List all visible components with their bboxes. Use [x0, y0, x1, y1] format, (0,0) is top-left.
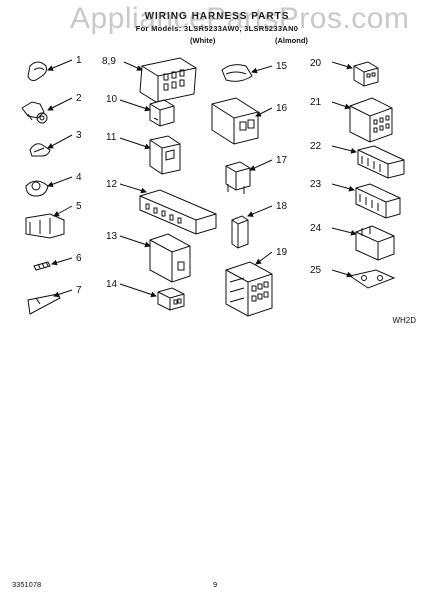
part-15-cap: [221, 64, 253, 82]
part-1-clip: [27, 61, 47, 81]
callout-10: 10: [106, 94, 118, 105]
part-18-terminal-housing: [231, 215, 249, 249]
callout-1: 1: [76, 55, 82, 66]
callout-2: 2: [76, 93, 82, 104]
watermark: AppliancePartsPros.com: [70, 2, 410, 35]
part-6-screw: [33, 261, 51, 271]
callout-23: 23: [310, 179, 322, 190]
part-19-multi-block: [225, 261, 273, 317]
callout-19: 19: [276, 247, 288, 258]
callout-24: 24: [310, 223, 322, 234]
callout-22: 22: [310, 141, 322, 152]
callout-20: 20: [310, 58, 322, 69]
variant-almond: (Almond): [275, 36, 308, 45]
callout-15: 15: [276, 61, 288, 72]
callout-4: 4: [76, 172, 82, 183]
page-number: 9: [213, 580, 218, 589]
part-17-switch-connector: [225, 161, 251, 194]
callout-13: 13: [106, 231, 118, 242]
callout-8-9: 8,9: [102, 56, 116, 67]
callout-labels: 1 2 3 4 5 6 7 8,9 10 11 12 13 14 15 16 1…: [76, 55, 322, 296]
callout-5: 5: [76, 201, 82, 212]
models-line: For Models: 3LSR5233AW0, 3LSR5233AN0: [135, 24, 299, 33]
diagram-code: WH2D: [392, 316, 416, 325]
part-7-strap: [27, 293, 61, 315]
part-5-harness-clip: [25, 213, 65, 239]
part-10-terminal: [149, 99, 175, 127]
callout-14: 14: [106, 279, 118, 290]
part-11-connector: [149, 135, 181, 175]
variant-white: (White): [190, 36, 216, 45]
part-21-cube-connector: [349, 97, 393, 143]
part-25-mounting-plate: [348, 269, 396, 289]
callout-11: 11: [106, 132, 117, 143]
part-12-long-connector: [139, 189, 217, 235]
part-3-wire-tie: [29, 143, 51, 157]
part-8-9-connector-housing: [139, 57, 197, 103]
callout-17: 17: [276, 155, 288, 166]
callout-16: 16: [276, 103, 288, 114]
part-16-large-connector: [211, 97, 259, 145]
part-20-small-cube: [353, 61, 379, 87]
callout-6: 6: [76, 253, 82, 264]
part-13-block-connector: [149, 233, 191, 283]
part-4-cable-clip: [25, 180, 49, 197]
part-24-bracket-connector: [355, 225, 395, 261]
callout-3: 3: [76, 130, 82, 141]
part-23-strip-connector: [355, 183, 401, 219]
callout-7: 7: [76, 285, 82, 296]
page-title: WIRING HARNESS PARTS: [144, 11, 290, 22]
callout-18: 18: [276, 201, 288, 212]
callout-21: 21: [310, 97, 322, 108]
callout-12: 12: [106, 179, 118, 190]
part-number: 3351078: [12, 580, 42, 589]
callout-25: 25: [310, 265, 322, 276]
part-22-strip-connector: [357, 145, 405, 179]
part-2-ground-clamp: [21, 101, 48, 124]
part-14-small-plug: [157, 287, 185, 311]
